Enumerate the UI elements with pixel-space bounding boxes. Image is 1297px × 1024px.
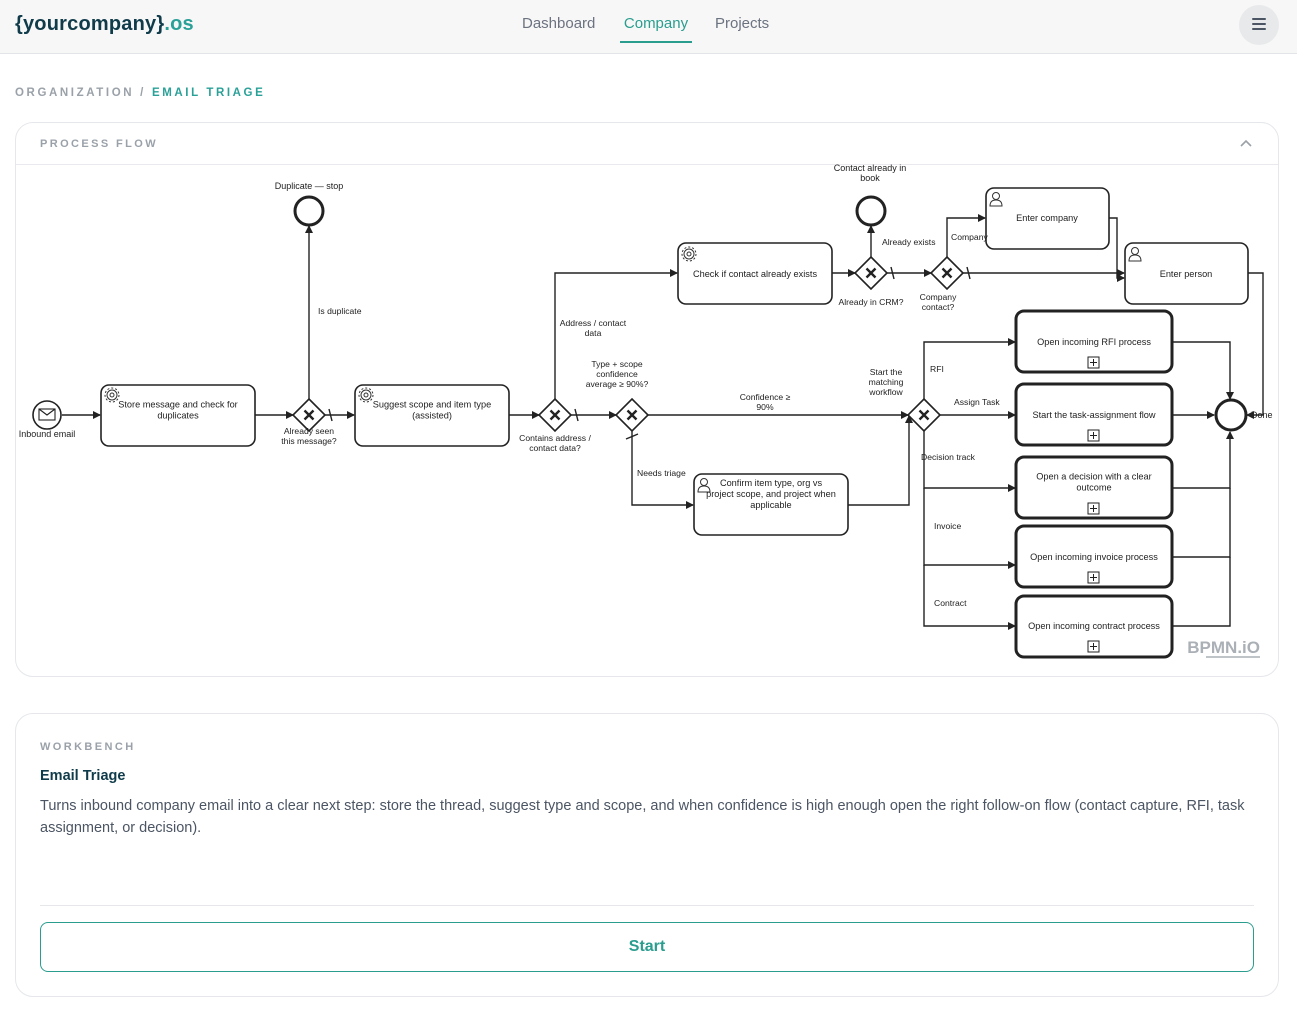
label-flow-decision: Decision track xyxy=(921,452,976,462)
task-confirm-item[interactable] xyxy=(693,473,849,536)
workbench-title: Email Triage xyxy=(40,768,126,784)
label-gw-crm: Already in CRM? xyxy=(839,297,904,307)
process-flow-label: PROCESS FLOW xyxy=(40,138,159,150)
start-button[interactable]: Start xyxy=(40,922,1254,972)
label-flow-rfi: RFI xyxy=(930,364,944,374)
label-task-person: Enter person xyxy=(1160,269,1213,279)
hamburger-icon xyxy=(1252,18,1266,30)
gear-icon xyxy=(104,387,120,403)
task-suggest-scope[interactable] xyxy=(354,384,510,447)
user-icon xyxy=(697,478,711,493)
end-event-done[interactable] xyxy=(1214,398,1248,432)
logo-main: {yourcompany} xyxy=(15,13,165,35)
user-icon xyxy=(989,192,1003,207)
menu-button[interactable] xyxy=(1239,5,1279,45)
label-gw-address: Contains address /contact data? xyxy=(519,433,591,453)
breadcrumb-parent[interactable]: ORGANIZATION xyxy=(15,87,135,99)
subprocess-task-assign[interactable] xyxy=(1014,382,1174,447)
subprocess-marker-icon xyxy=(1087,571,1100,584)
start-event[interactable] xyxy=(32,400,62,430)
label-task-suggest: Suggest scope and item type(assisted) xyxy=(373,400,492,421)
end-event-duplicate[interactable] xyxy=(293,195,325,227)
label-sub-rfi: Open incoming RFI process xyxy=(1037,337,1151,347)
label-flow-company: Company xyxy=(951,232,988,242)
label-end-duplicate: Duplicate — stop xyxy=(275,181,344,191)
workbench-card: WORKBENCH Email Triage Turns inbound com… xyxy=(15,713,1279,997)
x-icon xyxy=(865,267,877,279)
task-enter-person[interactable] xyxy=(1124,242,1249,305)
tab-company[interactable]: Company xyxy=(620,15,692,43)
end-event-contact[interactable] xyxy=(855,195,887,227)
label-flow-contract: Contract xyxy=(934,598,967,608)
x-icon xyxy=(918,409,930,421)
top-bar: {yourcompany}.os Dashboard Company Proje… xyxy=(0,0,1297,54)
label-end-done: Done xyxy=(1251,410,1273,420)
x-icon xyxy=(303,409,315,421)
label-sub-contract: Open incoming contract process xyxy=(1028,621,1160,631)
tab-dashboard[interactable]: Dashboard xyxy=(522,15,596,32)
label-flow-exists: Already exists xyxy=(882,237,936,247)
label-flow-duplicate: Is duplicate xyxy=(318,306,362,316)
label-flow-triage: Needs triage xyxy=(637,468,686,478)
x-icon xyxy=(549,409,561,421)
logo-suffix: .os xyxy=(164,13,194,35)
gear-icon xyxy=(681,246,697,262)
x-icon xyxy=(941,267,953,279)
user-icon xyxy=(1128,247,1142,262)
gear-icon xyxy=(358,387,374,403)
workbench-divider xyxy=(40,905,1254,906)
label-sub-task: Start the task-assignment flow xyxy=(1032,410,1155,420)
collapse-button[interactable] xyxy=(1236,135,1256,153)
bpmn-diagram: Inbound email Duplicate — stop Contact a… xyxy=(19,163,1273,659)
label-task-company: Enter company xyxy=(1016,213,1078,223)
subprocess-marker-icon xyxy=(1087,502,1100,515)
subprocess-decision[interactable] xyxy=(1014,455,1174,520)
process-flow-header: PROCESS FLOW xyxy=(16,123,1278,165)
tab-projects[interactable]: Projects xyxy=(715,15,770,32)
label-flow-invoice: Invoice xyxy=(934,521,961,531)
label-flow-assign: Assign Task xyxy=(954,397,1000,407)
task-check-contact[interactable] xyxy=(677,242,833,305)
workbench-label: WORKBENCH xyxy=(40,741,136,753)
bpmn-watermark[interactable]: BPMN.iO xyxy=(1187,638,1260,657)
workbench-description: Turns inbound company email into a clear… xyxy=(40,798,1245,836)
subprocess-contract[interactable] xyxy=(1014,594,1174,659)
breadcrumb-current: EMAIL TRIAGE xyxy=(151,87,266,99)
subprocess-invoice[interactable] xyxy=(1014,524,1174,589)
subprocess-rfi[interactable] xyxy=(1014,309,1174,374)
label-start-event: Inbound email xyxy=(19,429,76,439)
chevron-up-icon xyxy=(1240,139,1252,147)
app-logo[interactable]: {yourcompany}.os xyxy=(15,13,194,36)
label-task-check: Check if contact already exists xyxy=(693,269,817,279)
label-flow-confidence: Confidence ≥90% xyxy=(740,392,791,412)
task-enter-company[interactable] xyxy=(985,187,1110,250)
task-store-message[interactable] xyxy=(100,384,256,447)
breadcrumb: ORGANIZATION / EMAIL TRIAGE xyxy=(15,87,265,99)
label-sub-invoice: Open incoming invoice process xyxy=(1030,552,1158,562)
x-icon xyxy=(626,409,638,421)
subprocess-marker-icon xyxy=(1087,640,1100,653)
subprocess-marker-icon xyxy=(1087,356,1100,369)
subprocess-marker-icon xyxy=(1087,429,1100,442)
breadcrumb-separator: / xyxy=(140,87,146,99)
